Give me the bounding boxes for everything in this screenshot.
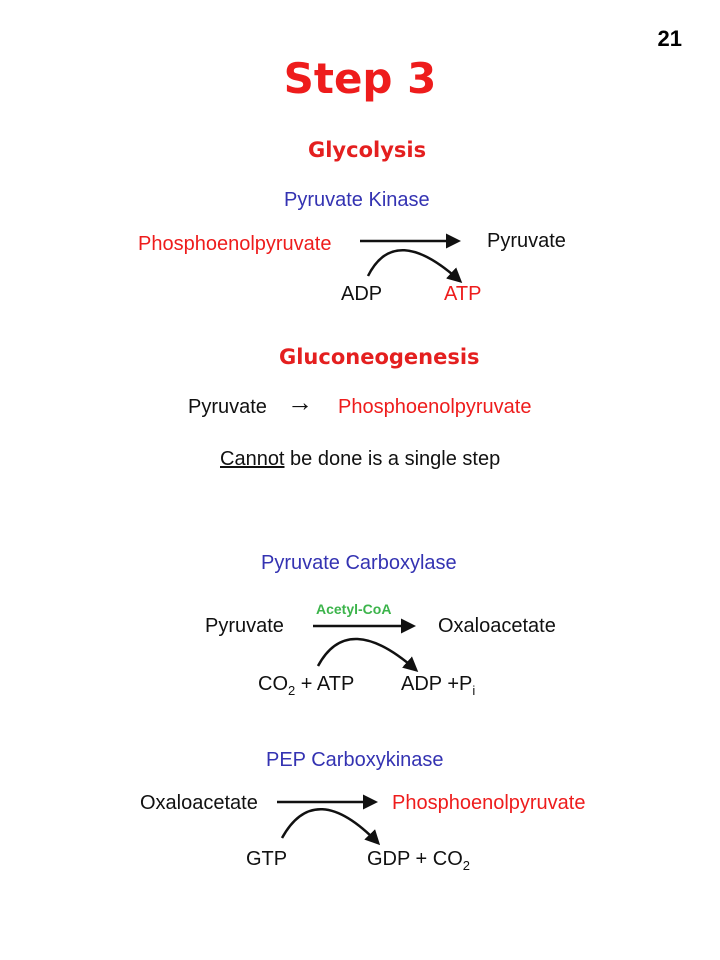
carboxykinase-product: Phosphoenolpyruvate (392, 792, 586, 814)
glycolysis-substrate: Phosphoenolpyruvate (138, 233, 332, 255)
gdp-co2-subscript: 2 (462, 858, 471, 873)
carboxylase-product: Oxaloacetate (438, 615, 556, 637)
page-title: Step 3 (283, 54, 437, 103)
pep-carboxykinase-label: PEP Carboxykinase (266, 749, 444, 771)
pi-subscript: i (472, 683, 476, 698)
carboxykinase-cofactor-out: GDP + CO2 (367, 848, 470, 872)
co2-rest: + ATP (295, 673, 355, 695)
gdp-co2-main: GDP + CO (367, 848, 463, 870)
carboxykinase-curved-arrow (280, 808, 381, 846)
page-number: 21 (657, 26, 682, 51)
gluconeogenesis-heading: Gluconeogenesis (279, 345, 480, 369)
glycolysis-heading: Glycolysis (308, 138, 427, 162)
adp-pi-main: ADP +P (401, 673, 473, 695)
cannot-word: Cannot (220, 448, 285, 470)
acetyl-coa-activator: Acetyl-CoA (316, 601, 392, 617)
glycolysis-cofactor-in: ADP (341, 283, 383, 305)
co2-subscript: 2 (288, 683, 296, 698)
carboxylase-cofactor-in: CO2 + ATP (258, 673, 355, 697)
gluconeogenesis-arrow: → (287, 387, 313, 417)
pyruvate-carboxylase-label: Pyruvate Carboxylase (261, 552, 457, 574)
co2-main: CO (258, 673, 288, 695)
glycolysis-curved-arrow (366, 249, 463, 284)
carboxykinase-cofactor-in: GTP (246, 848, 288, 870)
single-step-note: Cannot be done is a single step (220, 449, 500, 469)
gluconeogenesis-reactant: Pyruvate (188, 396, 267, 418)
carboxykinase-substrate: Oxaloacetate (140, 792, 258, 814)
carboxylase-curved-arrow (316, 637, 419, 672)
carboxylase-substrate: Pyruvate (205, 615, 284, 637)
note-rest: be done is a single step (284, 448, 501, 470)
pyruvate-kinase-label: Pyruvate Kinase (284, 189, 430, 211)
glycolysis-cofactor-out: ATP (444, 283, 482, 305)
gluconeogenesis-product: Phosphoenolpyruvate (338, 396, 532, 418)
glycolysis-product: Pyruvate (487, 230, 566, 252)
carboxylase-cofactor-out: ADP +Pi (401, 673, 475, 697)
